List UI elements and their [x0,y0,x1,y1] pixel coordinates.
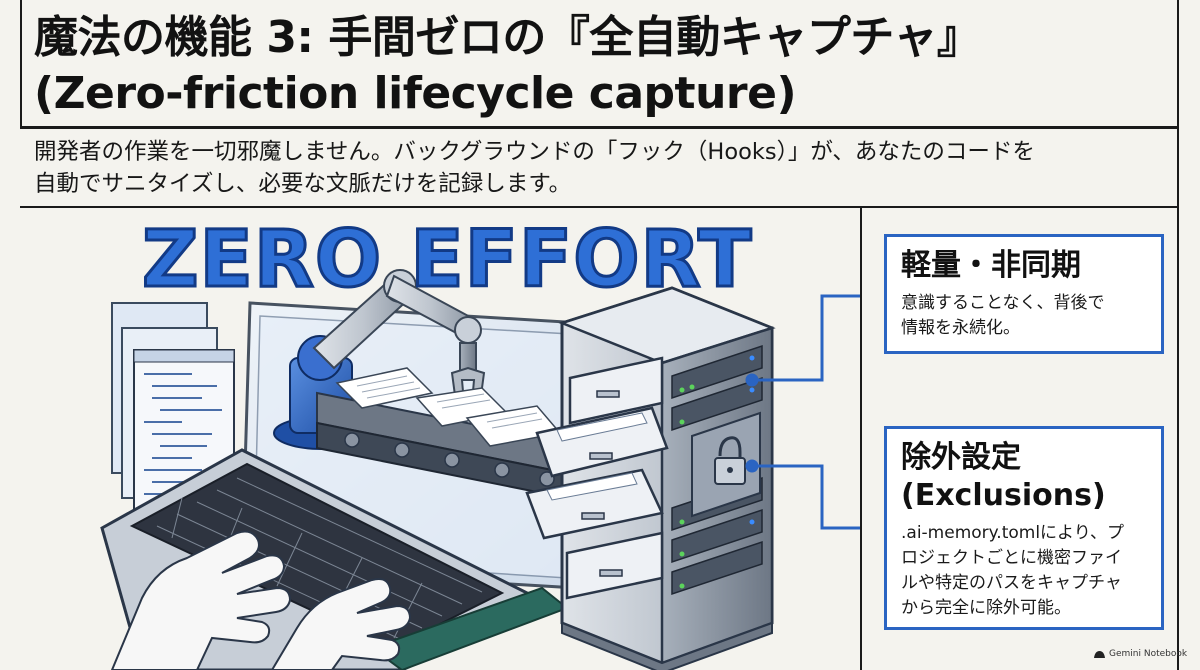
card-title-async: 軽量・非同期 [901,248,1081,283]
feature-card-async: 軽量・非同期 意識することなく、背後で 情報を永続化。 [884,234,1164,354]
card-title-exclusions: 除外設定 [901,440,1021,475]
code-window-icon [111,302,235,521]
gemini-notebook-icon [1094,651,1105,658]
gemini-notebook-watermark: Gemini Notebook [1094,649,1187,659]
zero-effort-illustration [100,269,860,670]
slide-title: 魔法の機能 3: 手間ゼロの『全自動キャプチャ』 (Zero-friction … [34,10,1164,122]
card-body-line: 意識することなく、背後で [901,293,1105,313]
card-body-line: .ai-memory.tomlにより、プ [901,523,1125,543]
frame-right-border [1177,0,1179,670]
card-body-exclusions: .ai-memory.tomlにより、プ ロジェクトごとに機密ファイ ルや特定の… [901,521,1147,621]
subtitle-line-2: 自動でサニタイズし、必要な文脈だけを記録します。 [34,171,572,197]
feature-card-exclusions: 除外設定 (Exclusions) .ai-memory.tomlにより、プ ロ… [884,426,1164,630]
card-body-line: 情報を永続化。 [901,318,1020,338]
title-line-1: 魔法の機能 3: 手間ゼロの『全自動キャプチャ』 [34,12,981,63]
card-body-line: から完全に除外可能。 [901,598,1071,618]
card-body-line: ロジェクトごとに機密ファイ [901,548,1122,568]
frame-left-border [20,0,22,126]
column-divider [860,207,862,670]
title-divider [20,126,1179,129]
card-body-line: ルや特定のパスをキャプチャ [901,573,1122,593]
card-title-exclusions-en: (Exclusions) [901,478,1106,513]
zero-effort-headline: ZERO EFFORT [140,215,753,305]
server-cabinet-icon [525,286,776,670]
slide-subtitle: 開発者の作業を一切邪魔しません。バックグラウンドの「フック（Hooks）」が、あ… [34,136,1169,200]
card-body-async: 意識することなく、背後で 情報を永続化。 [901,291,1147,341]
typing-hands-icon [110,530,412,670]
connector-lines [745,294,860,530]
subtitle-divider [20,206,1179,208]
watermark-text: Gemini Notebook [1109,649,1188,659]
padlock-icon [714,436,746,485]
title-line-2: (Zero-friction lifecycle capture) [34,68,797,119]
subtitle-line-1: 開発者の作業を一切邪魔しません。バックグラウンドの「フック（Hooks）」が、あ… [34,139,1035,165]
